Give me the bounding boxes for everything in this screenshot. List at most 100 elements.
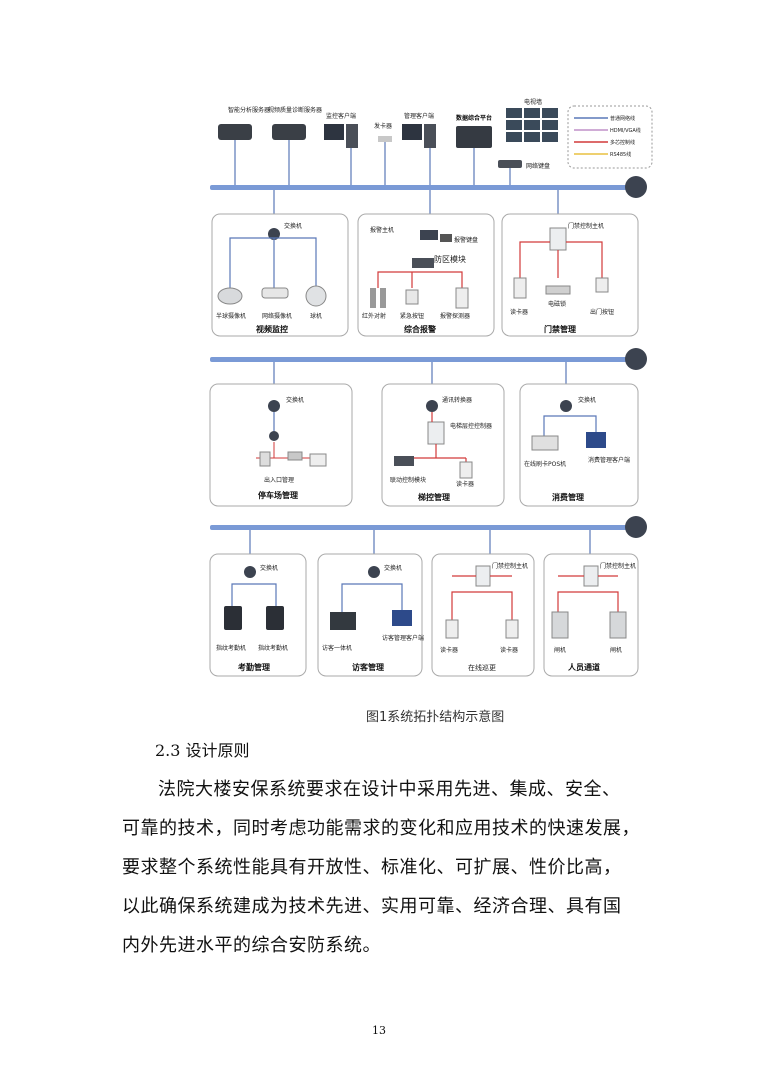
panel-alarm: 报警主机 报警键盘 防区模块 红外对射 紧急按钮 报警探测器 综合报警 [357,213,495,337]
switch-label: 通讯转换器 [442,396,472,404]
item-label: 访客一体机 [322,644,352,652]
network-bus-2 [210,348,647,370]
label-tv-wall: 电视墙 [524,98,542,106]
pc-tower-icon [346,124,358,148]
line-text: 法院大楼安保系统要求在设计中采用先进、集成、安全、 [158,779,621,800]
item-label: 读卡器 [510,308,528,316]
smart-server-icon [218,124,252,140]
switch-label: 交换机 [286,396,304,404]
item-label: 在线刷卡POS机 [524,460,566,468]
access-controller-icon [583,565,599,587]
panel-title: 在线巡更 [468,663,496,672]
item-label: 指纹考勤机 [216,644,246,652]
card-reader-icon [445,619,459,639]
legend-item: 普通网络线 [610,115,635,122]
network-keyboard-icon [498,160,522,168]
panel-personnel-passage: 门禁控制主机 闸机 闸机 人员通道 [543,553,639,677]
detector-icon [455,287,469,309]
visitor-client-icon [392,610,412,626]
network-bus-3 [210,516,647,538]
item-label: 报警探测器 [440,312,470,320]
card-reader-icon [459,461,473,479]
legend-item: HDMI/VGA线 [610,127,641,134]
label-smart-server: 智能分析服务器 [228,106,270,114]
item-label: 出入口管理 [264,476,294,484]
section-heading: 2.3 设计原则 [155,741,250,760]
dome-camera-icon [217,287,243,305]
switch-label: 交换机 [384,564,402,572]
card-issuer-icon [378,136,392,142]
panel-visitor: 交换机 访客一体机 访客管理客户端 访客管理 [317,553,424,677]
item-label: 闸机 [554,646,566,654]
access-controller-icon [549,227,567,251]
item-label: 电磁锁 [548,300,566,308]
label-diag-server: 视频质量诊断服务器 [268,106,322,114]
network-bus-1 [210,176,647,198]
panel-title: 考勤管理 [238,662,270,672]
item-label: 半球摄像机 [216,312,246,320]
ptz-camera-icon [305,285,327,307]
switch-label: 交换机 [260,564,278,572]
section-paragraph: 法院大楼安保系统要求在设计中采用先进、集成、安全、 可靠的技术，同时考虑功能需求… [122,770,642,965]
panel-title: 视频监控 [256,324,288,334]
panel-title: 人员通道 [568,662,600,672]
item-label: 电梯层控控制器 [450,422,492,430]
fingerprint-terminal-icon-2 [266,606,284,630]
item-label: 指纹考勤机 [258,644,288,652]
panel-access-control: 门禁控制主机 读卡器 电磁锁 出门按钮 门禁管理 [501,213,639,337]
card-reader-icon-2 [505,619,519,639]
switch-label: 门禁控制主机 [568,222,604,230]
item-label: 网络摄像机 [262,312,292,320]
alarm-host-icon [420,230,438,240]
switch-label: 交换机 [578,396,596,404]
legend-item: 多芯控制线 [610,139,635,146]
panel-title: 综合报警 [404,324,436,334]
paragraph-line: 法院大楼安保系统要求在设计中采用先进、集成、安全、 [122,770,642,809]
panel-elevator: 通讯转换器 电梯层控控制器 联动控制模块 读卡器 梯控管理 [381,383,505,507]
top-devices-row: 智能分析服务器 视频质量诊断服务器 监控客户端 发卡器 管理客户端 数据综合平台… [218,98,558,186]
label-card-issuer: 发卡器 [374,122,392,130]
item-label: 球机 [310,312,322,320]
client-monitor-icon [586,432,606,448]
fingerprint-terminal-icon [224,606,242,630]
magnetic-lock-icon [545,285,571,295]
platform-icon [456,126,492,148]
elevator-controller-icon [427,421,445,445]
label-manage-client: 管理客户端 [404,112,434,120]
panic-button-icon [405,289,419,305]
barrier-icon [287,451,303,461]
item-label: 读卡器 [456,480,474,488]
zone-module-icon [412,258,434,268]
panel-attendance: 交换机 指纹考勤机 指纹考勤机 考勤管理 [209,553,307,677]
monitor-icon [324,124,344,140]
alarm-keyboard-icon [440,234,452,242]
ir-beam-icon [370,288,376,308]
label-data-platform: 数据综合平台 [456,114,492,122]
item-label: 读卡器 [440,646,458,654]
figure-caption: 图1系统拓扑结构示意图 [366,710,505,725]
item-label: 读卡器 [500,646,518,654]
pos-machine-icon [531,435,559,451]
item-label: 联动控制模块 [390,476,426,484]
item-label: 紧急按钮 [400,312,424,320]
gate-device-icon [259,451,271,467]
manage-tower-icon [424,124,436,148]
panel-title: 门禁管理 [544,324,576,334]
switch-label: 交换机 [284,222,302,230]
card-reader-icon [513,277,527,299]
item-label: 报警键盘 [454,236,478,244]
paragraph-line: 内外先进水平的综合安防系统。 [122,935,381,956]
panel-title: 访客管理 [352,662,384,672]
paragraph-line: 要求整个系统性能具有开放性、标准化、可扩展、性价比高， [122,857,622,878]
exit-button-icon [595,277,609,293]
label-network-keyboard: 网络键盘 [526,162,550,170]
panel-consumption: 交换机 在线刷卡POS机 消费管理客户端 消费管理 [519,383,639,507]
switch-label: 门禁控制主机 [600,562,636,570]
switch-label: 门禁控制主机 [492,562,528,570]
item-label: 访客管理客户端 [382,634,424,642]
bullet-camera-icon [261,287,289,299]
access-controller-icon [475,565,491,587]
switch-label: 报警主机 [370,226,394,234]
legend: 普通网络线 HDMI/VGA线 多芯控制线 RS485线 [567,105,653,169]
diag-server-icon [272,124,306,140]
